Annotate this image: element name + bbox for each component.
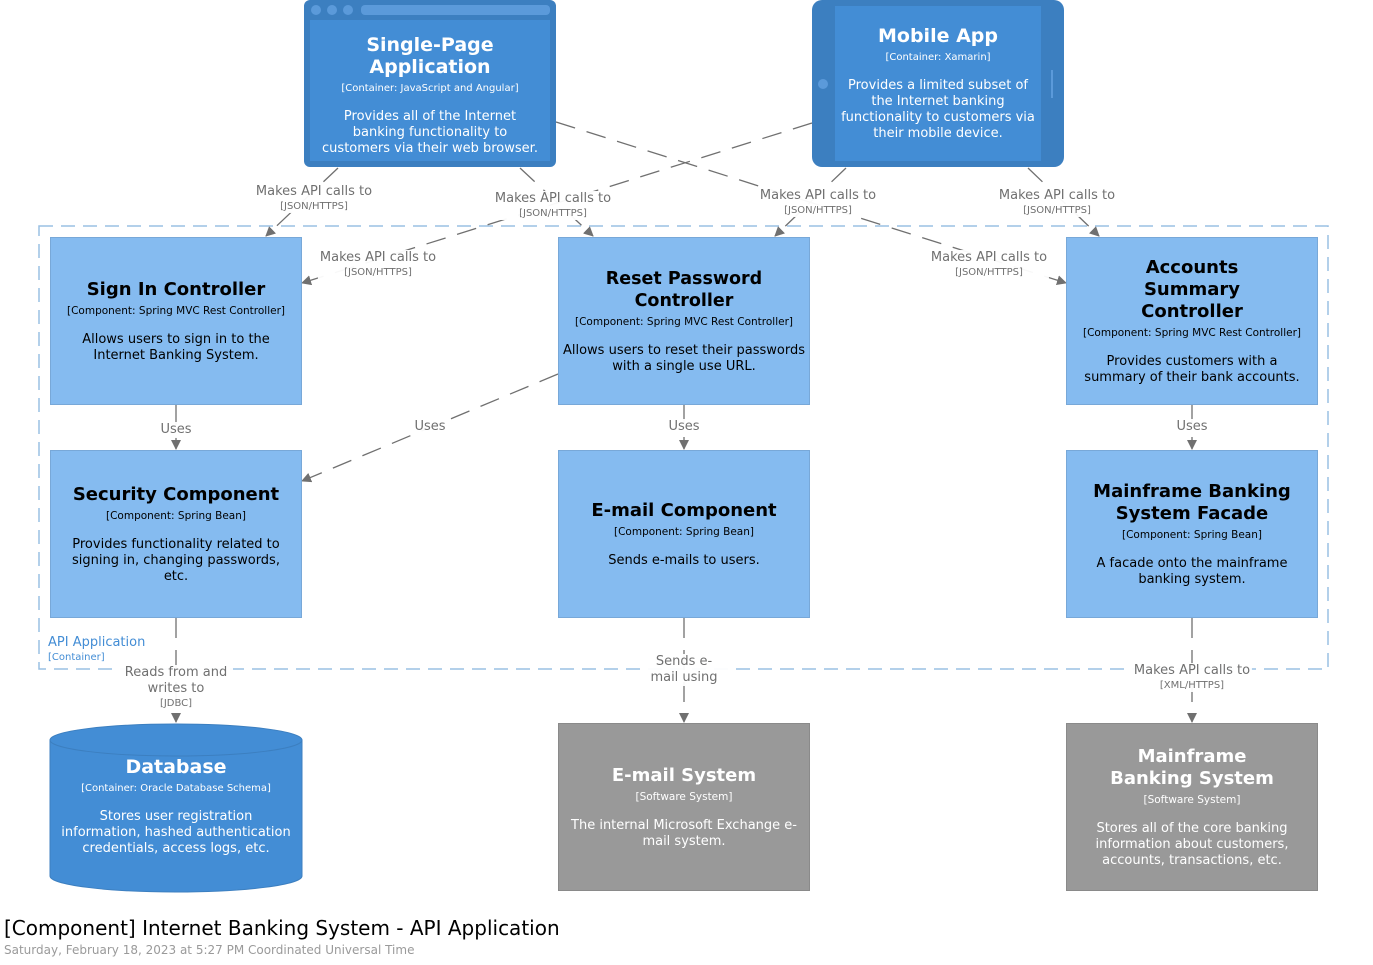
boundary-label: API Application [Container] [48, 635, 145, 664]
email-component: E-mail Component [Component: Spring Bean… [558, 450, 810, 618]
mobile-app-title: Mobile App [878, 25, 998, 47]
database-cylinder-shape [49, 723, 303, 893]
relationship-technology: [XML/HTTPS] [1159, 680, 1225, 691]
relationship-text: Uses [668, 419, 700, 434]
mainframe-system-description: Stores all of the core banking informati… [1095, 820, 1289, 868]
relationship-text: Makes API calls to [998, 188, 1116, 203]
mobile-device-shape [812, 0, 1064, 167]
sign-in-controller: Sign In Controller [Component: Spring MV… [50, 237, 302, 405]
diagram-title: [Component] Internet Banking System - AP… [4, 916, 560, 940]
security-component-technology: [Component: Spring Bean] [105, 509, 246, 522]
spa-container: Single-Page Application [Container: Java… [310, 20, 550, 161]
boundary-name: API Application [48, 635, 146, 650]
mainframe-banking-system-facade: Mainframe Banking System Facade [Compone… [1066, 450, 1318, 618]
mobile-app-technology: [Container: Xamarin] [885, 52, 991, 63]
accounts-summary-controller-description: Provides customers with a summary of the… [1084, 353, 1300, 385]
email-component-title: E-mail Component [591, 499, 777, 521]
relationship-label-spa-accounts: Makes API calls to [JSON/HTTPS] [928, 250, 1050, 279]
spa-browser-shape [304, 0, 556, 167]
relationship-label-mobile-reset: Makes API calls to [JSON/HTTPS] [757, 188, 879, 217]
email-system: E-mail System [Software System] The inte… [558, 723, 810, 891]
relationship-label-mobile-accounts: Makes API calls to [JSON/HTTPS] [996, 188, 1118, 217]
email-system-technology: [Software System] [635, 790, 733, 803]
security-component-title: Security Component [72, 483, 280, 505]
sign-in-controller-technology: [Component: Spring MVC Rest Controller] [66, 304, 286, 317]
relationship-label-reset-email: Uses [666, 419, 702, 435]
relationship-label-mobile-signin: Makes API calls to [JSON/HTTPS] [317, 250, 439, 279]
relationship-technology: [JSON/HTTPS] [519, 208, 587, 219]
mobile-app-description: Provides a limited subset of the Interne… [841, 78, 1035, 141]
relationship-technology: [JSON/HTTPS] [344, 267, 412, 278]
relationship-text: Makes API calls to [494, 191, 612, 206]
spa-title: Single-Page Application [366, 34, 494, 78]
email-component-description: Sends e-mails to users. [608, 552, 760, 568]
relationship-text: Makes API calls to [319, 250, 437, 265]
database-title: Database [125, 756, 227, 778]
relationship-text: Makes API calls to [759, 188, 877, 203]
relationship-text: Makes API calls to [930, 250, 1048, 265]
relationship-technology: [JSON/HTTPS] [784, 205, 852, 216]
relationship-text: Sends e-mail using [650, 654, 718, 685]
mobile-app-container: Mobile App [Container: Xamarin] Provides… [830, 6, 1046, 161]
relationship-label-accounts-facade: Uses [1174, 419, 1210, 435]
security-component: Security Component [Component: Spring Be… [50, 450, 302, 618]
email-component-technology: [Component: Spring Bean] [613, 525, 754, 538]
relationship-label-security-database: Reads from and writes to [JDBC] [119, 665, 233, 710]
relationship-technology: [JDBC] [159, 698, 193, 709]
mainframe-facade-description: A facade onto the mainframe banking syst… [1096, 555, 1288, 587]
relationship-text: Uses [1176, 419, 1208, 434]
relationship-text: Uses [160, 422, 192, 437]
database-technology: [Container: Oracle Database Schema] [81, 783, 271, 794]
mainframe-system-technology: [Software System] [1143, 793, 1241, 806]
diagram-timestamp: Saturday, February 18, 2023 at 5:27 PM C… [4, 943, 415, 957]
database-container: Database [Container: Oracle Database Sch… [50, 756, 302, 872]
relationship-text: Reads from and writes to [124, 665, 228, 696]
relationship-label-email-emailsystem: Sends e-mail using [640, 654, 728, 686]
mainframe-facade-technology: [Component: Spring Bean] [1121, 528, 1262, 541]
reset-password-controller-title: Reset Password Controller [605, 268, 763, 311]
relationship-text: Uses [414, 419, 446, 434]
sign-in-controller-description: Allows users to sign in to the Internet … [82, 331, 270, 363]
sign-in-controller-title: Sign In Controller [86, 278, 266, 300]
reset-password-controller: Reset Password Controller [Component: Sp… [558, 237, 810, 405]
relationship-label-reset-security: Uses [412, 419, 448, 435]
spa-description: Provides all of the Internet banking fun… [322, 109, 538, 156]
reset-password-controller-description: Allows users to reset their passwords wi… [562, 342, 806, 374]
email-system-description: The internal Microsoft Exchange e-mail s… [571, 817, 797, 849]
relationship-text: Makes API calls to [255, 184, 373, 199]
accounts-summary-controller-title: Accounts Summary Controller [1141, 256, 1243, 322]
database-description: Stores user registration information, ha… [61, 809, 291, 856]
mainframe-facade-title: Mainframe Banking System Facade [1093, 480, 1291, 524]
relationship-technology: [JSON/HTTPS] [1023, 205, 1091, 216]
accounts-summary-controller: Accounts Summary Controller [Component: … [1066, 237, 1318, 405]
relationship-label-spa-signin: Makes API calls to [JSON/HTTPS] [253, 184, 375, 213]
mainframe-system-title: Mainframe Banking System [1110, 745, 1274, 789]
relationship-label-signin-security: Uses [158, 422, 194, 438]
boundary-kind: [Container] [48, 652, 105, 663]
mainframe-banking-system: Mainframe Banking System [Software Syste… [1066, 723, 1318, 891]
relationship-label-facade-mainframe: Makes API calls to [XML/HTTPS] [1131, 663, 1253, 692]
relationship-text: Makes API calls to [1133, 663, 1251, 678]
spa-technology: [Container: JavaScript and Angular] [341, 83, 519, 94]
relationship-technology: [JSON/HTTPS] [280, 201, 348, 212]
accounts-summary-controller-technology: [Component: Spring MVC Rest Controller] [1082, 326, 1302, 339]
relationship-label-spa-reset: Makes API calls to [JSON/HTTPS] [492, 191, 614, 220]
security-component-description: Provides functionality related to signin… [72, 536, 280, 584]
email-system-title: E-mail System [611, 764, 757, 786]
relationship-technology: [JSON/HTTPS] [955, 267, 1023, 278]
reset-password-controller-technology: [Component: Spring MVC Rest Controller] [574, 315, 794, 328]
